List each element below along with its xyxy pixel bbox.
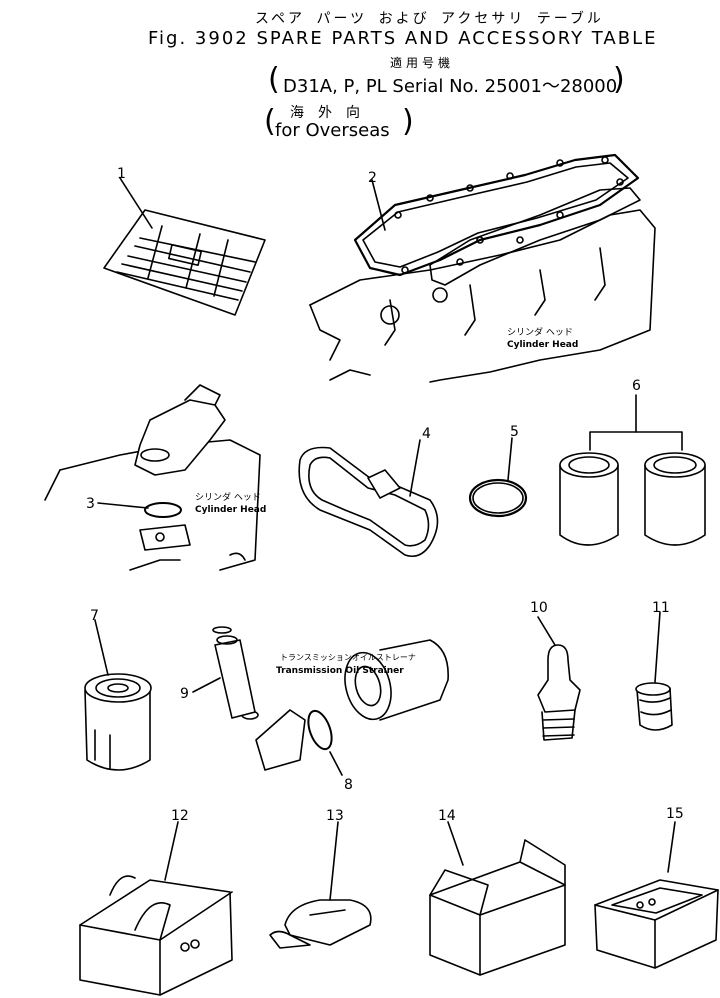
item-10-grease-fitting <box>537 616 581 741</box>
figure-title: Fig. 3902 SPARE PARTS AND ACCESSORY TABL… <box>148 28 658 49</box>
callout-5: 5 <box>510 424 519 440</box>
item-3-o-ring-elbow: シリンダ ヘッド Cylinder Head <box>44 384 266 571</box>
strainer-label-en: Transmission Oil Strainer <box>276 666 404 676</box>
title-japanese: スペア パーツ および アクセサリ テーブル <box>255 11 604 27</box>
callout-15: 15 <box>666 806 684 822</box>
item-6-filter-elements <box>559 394 706 546</box>
paren-right-2: ) <box>402 104 414 139</box>
callout-4: 4 <box>422 426 431 442</box>
overseas-japanese: 海外向 <box>290 105 374 121</box>
serial-number-range: D31A, P, PL Serial No. 25001～28000 <box>283 76 618 97</box>
callout-8: 8 <box>344 777 353 793</box>
strainer-label-jp: トランスミッションオイルストレーナ <box>280 653 416 662</box>
item-12-tool-bag <box>79 821 233 996</box>
callout-14: 14 <box>438 808 456 824</box>
callout-10: 10 <box>530 600 548 616</box>
item-11-plug <box>635 611 673 731</box>
item-13-cap <box>269 821 372 949</box>
callout-9: 9 <box>180 686 189 702</box>
item-5-o-ring <box>468 437 528 518</box>
paren-left-2: ( <box>264 104 276 139</box>
item-1-parts-book <box>103 177 266 316</box>
item-2-head-gasket: シリンダ ヘッド Cylinder Head <box>309 153 656 383</box>
applicable-model-japanese: 適用号機 <box>390 56 455 70</box>
for-overseas: for Overseas <box>275 120 390 141</box>
paren-left: ( <box>268 62 280 97</box>
callout-1: 1 <box>117 166 126 182</box>
item-7-oil-filter <box>84 619 152 771</box>
cylinder-head-label-en: Cylinder Head <box>507 340 578 350</box>
item-4-belt <box>298 439 439 558</box>
callout-11: 11 <box>652 600 670 616</box>
item-8-9-oil-strainer: トランスミッションオイルストレーナ Transmission Oil Strai… <box>192 626 449 776</box>
paren-right: ) <box>613 62 625 97</box>
cylinder-head-label-jp-2: シリンダ ヘッド <box>195 491 261 503</box>
callout-6: 6 <box>632 378 641 394</box>
callout-7: 7 <box>90 608 99 624</box>
callout-13: 13 <box>326 808 344 824</box>
callout-3: 3 <box>86 496 95 512</box>
cylinder-head-label-jp: シリンダ ヘッド <box>507 326 573 338</box>
item-15-tool-case <box>594 821 719 969</box>
callout-2: 2 <box>368 170 377 186</box>
item-14-box <box>429 821 566 976</box>
cylinder-head-label-en-2: Cylinder Head <box>195 505 266 515</box>
callout-12: 12 <box>171 808 189 824</box>
